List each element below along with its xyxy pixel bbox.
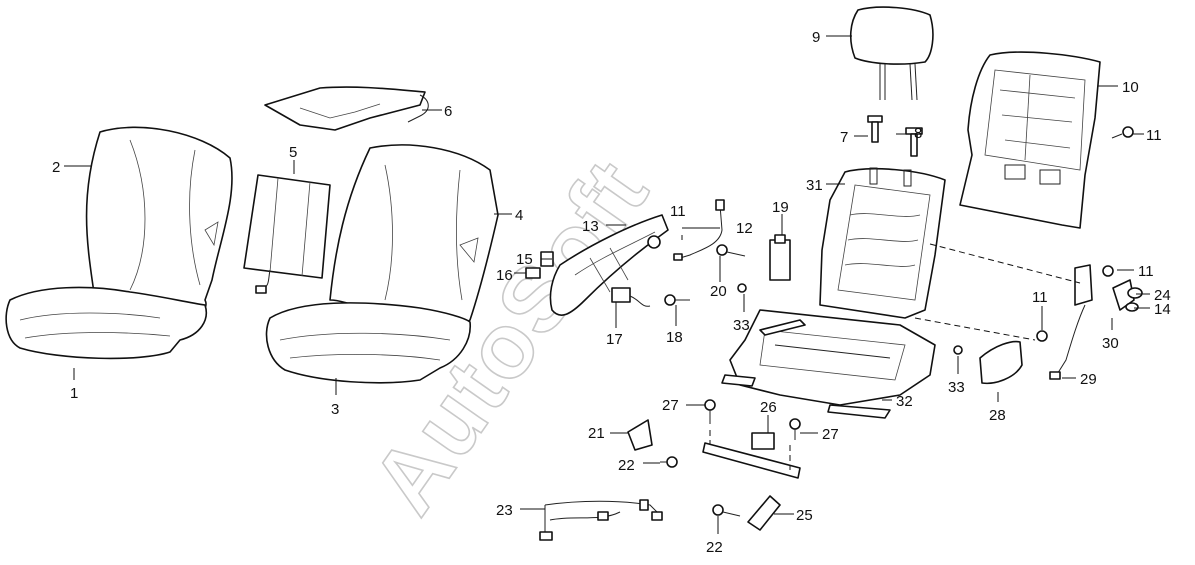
seat-assembly-left bbox=[5, 126, 233, 360]
callout-11b: 11 bbox=[670, 203, 686, 220]
headrest-guide-8 bbox=[905, 127, 923, 157]
callout-29: 29 bbox=[1080, 371, 1097, 388]
bracket-21 bbox=[627, 419, 653, 451]
screw-18 bbox=[664, 294, 690, 306]
callout-18: 18 bbox=[666, 329, 683, 346]
callout-15: 15 bbox=[516, 251, 533, 268]
callout-22b: 22 bbox=[706, 539, 723, 556]
side-trim-13 bbox=[549, 214, 669, 316]
callout-3: 3 bbox=[331, 401, 339, 418]
harness-12 bbox=[673, 199, 725, 261]
callout-9: 9 bbox=[812, 29, 820, 46]
screw-33b bbox=[953, 345, 963, 355]
callout-11d: 11 bbox=[1032, 289, 1048, 306]
callout-26: 26 bbox=[760, 399, 777, 416]
callout-33a: 33 bbox=[733, 317, 750, 334]
callout-27b: 27 bbox=[822, 426, 839, 443]
back-panel bbox=[959, 51, 1101, 229]
callout-19: 19 bbox=[772, 199, 789, 216]
screw-33a bbox=[737, 283, 747, 293]
headrest bbox=[849, 6, 934, 101]
bolt-20 bbox=[716, 244, 746, 257]
callout-labels: 1 2 3 4 5 6 7 8 9 10 11 11 11 11 12 13 1… bbox=[52, 29, 1171, 556]
callout-1: 1 bbox=[70, 385, 78, 402]
callout-12: 12 bbox=[736, 220, 753, 237]
alignment-line-b bbox=[914, 317, 1036, 341]
bolt-27b bbox=[789, 418, 801, 440]
callout-6: 6 bbox=[444, 103, 452, 120]
callout-5: 5 bbox=[289, 144, 297, 161]
rail-bar bbox=[702, 442, 801, 479]
bolt-11a bbox=[1111, 126, 1134, 139]
callout-33b: 33 bbox=[948, 379, 965, 396]
callout-30: 30 bbox=[1102, 335, 1119, 352]
bracket-25 bbox=[747, 495, 781, 531]
callout-10: 10 bbox=[1122, 79, 1139, 96]
callout-16: 16 bbox=[496, 267, 513, 284]
callout-31: 31 bbox=[806, 177, 823, 194]
callout-14: 14 bbox=[1154, 301, 1171, 318]
screw-22a bbox=[660, 456, 678, 468]
headrest-guide-7 bbox=[867, 115, 883, 143]
lever-29 bbox=[1049, 264, 1093, 380]
bolt-11d bbox=[1036, 330, 1048, 342]
alignment-line-a bbox=[929, 243, 1081, 284]
lumbar-pad bbox=[243, 174, 331, 294]
callout-25: 25 bbox=[796, 507, 813, 524]
callout-27a: 27 bbox=[662, 397, 679, 414]
screw-22b bbox=[712, 504, 741, 517]
seat-cushion-frame bbox=[721, 309, 936, 419]
callout-7: 7 bbox=[840, 129, 848, 146]
callout-32: 32 bbox=[896, 393, 913, 410]
callout-13: 13 bbox=[582, 218, 599, 235]
cover-30 bbox=[1112, 279, 1135, 311]
harness-23 bbox=[539, 499, 663, 541]
callout-28: 28 bbox=[989, 407, 1006, 424]
callout-11a: 11 bbox=[1146, 127, 1162, 144]
clip-16 bbox=[525, 267, 541, 279]
cap-14 bbox=[1125, 302, 1139, 312]
bolt-27a bbox=[704, 399, 716, 424]
callout-17: 17 bbox=[606, 331, 623, 348]
callout-20: 20 bbox=[710, 283, 727, 300]
callout-2: 2 bbox=[52, 159, 60, 176]
callout-22a: 22 bbox=[618, 457, 635, 474]
callout-4: 4 bbox=[515, 207, 523, 224]
cap-24 bbox=[1127, 287, 1143, 299]
bolt-11b bbox=[647, 235, 661, 249]
callout-8: 8 bbox=[914, 125, 922, 142]
switch-17 bbox=[611, 287, 651, 307]
leader-lines bbox=[64, 35, 1150, 534]
heater-mat bbox=[264, 86, 429, 131]
seat-assembly-center bbox=[265, 144, 499, 384]
callout-23: 23 bbox=[496, 502, 513, 519]
callout-11c: 11 bbox=[1138, 263, 1154, 280]
seat-back-frame bbox=[819, 167, 946, 319]
motor-26 bbox=[751, 432, 775, 450]
callout-21: 21 bbox=[588, 425, 605, 442]
callout-24: 24 bbox=[1154, 287, 1171, 304]
motor-19 bbox=[769, 234, 791, 281]
bolt-11c bbox=[1102, 265, 1114, 277]
side-cover-28 bbox=[979, 340, 1023, 385]
